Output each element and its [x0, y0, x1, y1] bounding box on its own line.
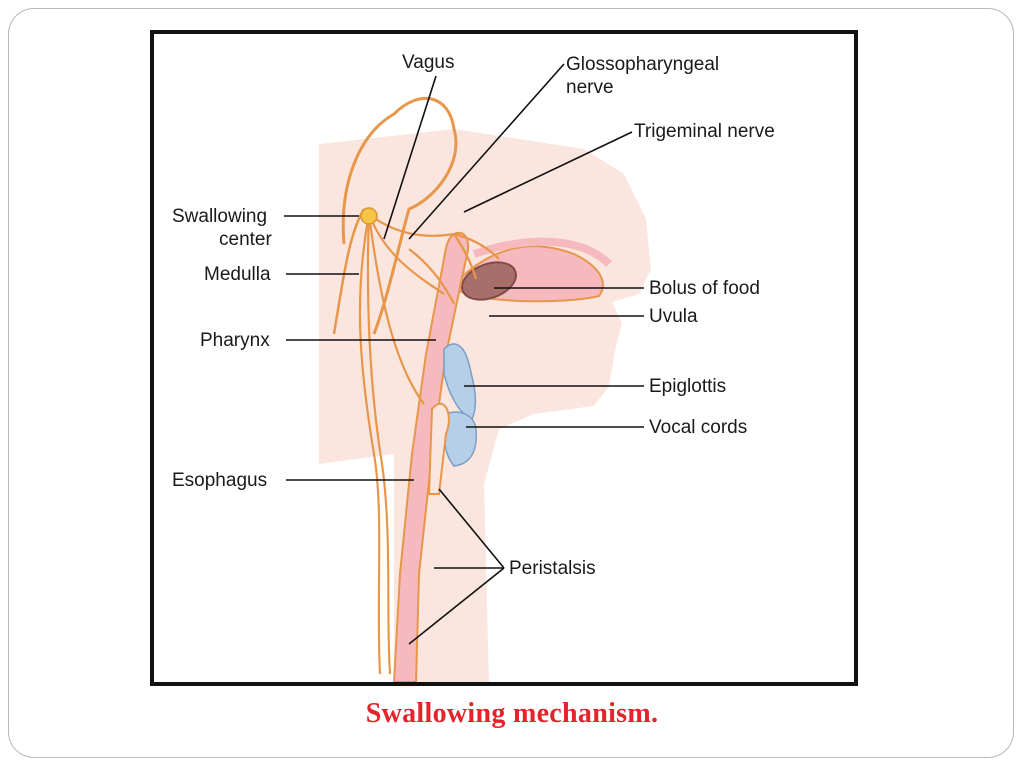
- label-glossopharyngeal-2: nerve: [566, 77, 614, 98]
- label-bolus: Bolus of food: [649, 278, 760, 299]
- label-uvula: Uvula: [649, 306, 698, 327]
- medulla-outline: [332, 208, 366, 335]
- label-swallowing-center: Swallowing: [172, 206, 267, 227]
- epiglottis: [443, 343, 477, 420]
- leader-lines: [284, 63, 644, 645]
- bolus-of-food: [461, 261, 517, 301]
- label-medulla: Medulla: [204, 264, 271, 285]
- slide-caption: Swallowing mechanism.: [365, 698, 659, 729]
- swallowing-diagram: Vagus Glossopharyngeal nerve Trigeminal …: [172, 52, 775, 682]
- palate: [472, 237, 612, 267]
- label-epiglottis: Epiglottis: [649, 376, 726, 397]
- label-glossopharyngeal: Glossopharyngeal: [566, 54, 719, 75]
- label-esophagus: Esophagus: [172, 470, 267, 491]
- label-vagus: Vagus: [402, 52, 454, 73]
- nerves: [358, 213, 500, 675]
- label-trigeminal: Trigeminal nerve: [634, 121, 775, 142]
- brain-outline: [341, 97, 458, 335]
- trachea: [427, 402, 450, 495]
- label-swallowing-center-2: center: [219, 229, 272, 250]
- anatomy-figure: Vagus Glossopharyngeal nerve Trigeminal …: [150, 30, 858, 686]
- label-pharynx: Pharynx: [200, 330, 270, 351]
- label-peristalsis: Peristalsis: [509, 558, 596, 579]
- label-vocal-cords: Vocal cords: [649, 417, 747, 438]
- swallowing-center-dot: [360, 207, 378, 225]
